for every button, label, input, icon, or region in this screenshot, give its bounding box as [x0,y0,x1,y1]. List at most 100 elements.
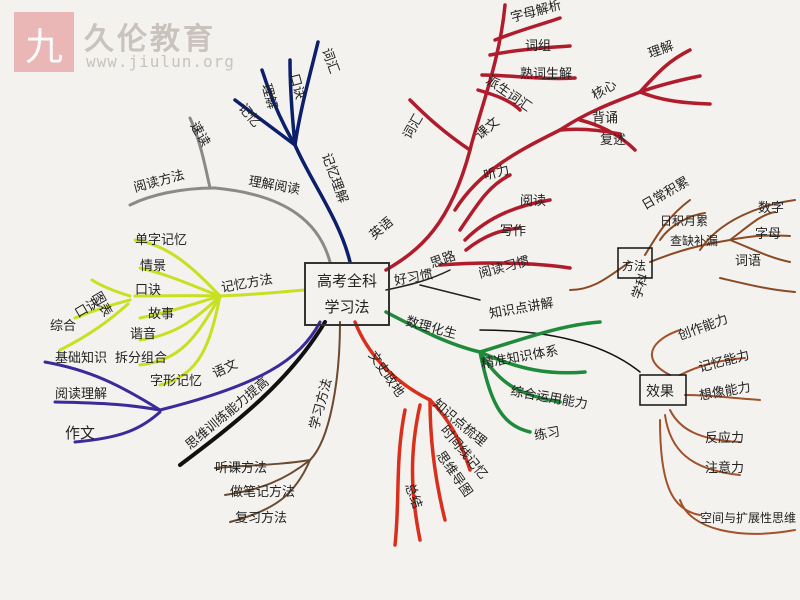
english-write-branch [464,226,522,252]
effect-bottom-label: 空间与扩展性思维 [700,511,796,525]
branch-black [178,320,327,467]
effect-label: 效果 [646,384,674,400]
memory-sub4 [138,294,222,320]
memory-item-6: 拆分组合 [115,351,167,366]
effect-sub3 [669,409,741,443]
method-daily-sub [659,212,706,241]
memory-item-5: 谐音 [130,326,156,342]
chinese-item-1: 基础知识 [55,350,107,366]
brown-item-3: 复习方法 [235,510,287,526]
english-label: 英语 [367,215,397,243]
method-subject-branch [649,239,731,263]
english-core-branch [558,90,642,132]
brand-url: www.jiulun.org [86,52,235,71]
black-trunk [178,320,327,467]
english-core-item-1: 理解 [646,39,676,62]
effect-bottom-arc [679,499,796,535]
memory-sub6 [138,294,222,367]
chinese-sub3 [73,410,162,444]
english-vocab-sub1 [493,16,562,42]
english-core-sub2 [638,74,702,94]
memory-left3 [58,302,130,352]
gray-item-2: 速读 [187,120,213,150]
green-item-3: 练习 [533,425,561,444]
top-item-1: 词汇 [318,46,341,76]
english-lesson-sub2 [578,118,637,152]
memory-sub2 [138,266,222,298]
thinking-connector [385,269,451,291]
logo-glyph: 九 [24,25,63,69]
branch-brown [214,321,341,523]
branch-memory [58,238,306,387]
branch-chinese [43,320,322,444]
effect-item-2: 记忆能力 [697,347,751,376]
brown-sub2 [224,459,311,496]
method-subject-item-2: 字母 [755,227,781,242]
chinese-item-2: 阅读理解 [55,387,107,402]
top-item-2: 口诀 [286,72,307,101]
english-listen-label: 听力 [482,163,511,184]
effect-sub2 [684,394,761,401]
memory-sub1 [133,238,222,298]
green-sub1 [478,350,587,375]
effect-arrow [479,329,641,373]
red-sub3 [410,403,422,542]
chinese-trunk [158,320,322,412]
english-read-branch [463,198,552,242]
chinese-label: 语文 [210,357,240,382]
english-vocab-label: 词汇 [400,112,426,142]
gray-sub2 [188,116,212,190]
memory-sub5 [138,294,222,342]
memory-item-3: 口诀 [135,283,161,298]
branch-gray [128,116,332,264]
gray-trunk [213,186,332,264]
chinese-item-3: 作文 [65,424,95,442]
memory-left2 [73,298,132,320]
branch-red [353,320,472,547]
english-core-item-3: 复述 [600,133,626,148]
effect-item-4: 反应力 [705,430,744,446]
branch-english [384,3,712,272]
method-subject-loop [699,199,796,251]
memory-item-4: 故事 [148,307,174,322]
red-sub1 [428,398,472,472]
effect-sub4 [664,414,741,476]
brown-item-1: 听课方法 [215,460,267,476]
memory-left1 [90,278,132,298]
effect-sub1 [679,357,746,376]
memory-item-7: 字形记忆 [150,373,202,389]
brown-item-2: 做笔记方法 [230,484,295,500]
red-sub4 [393,408,407,547]
green-sub2 [478,350,562,404]
memory-item-1: 单字记忆 [135,232,187,248]
effect-item-3: 想像能力 [698,379,752,404]
memory-trunk [218,288,306,298]
memory-sub7 [158,294,222,387]
english-lesson-branch [453,128,562,212]
effect-item-5: 注意力 [705,460,744,476]
effect-item-1: 创作能力 [676,312,730,344]
green-label: 数理化生 [404,314,458,342]
gray-sub1 [128,186,217,207]
method-subject-item-3: 词语 [735,254,761,269]
english-write-label: 写作 [500,224,526,239]
green-sub3 [478,350,532,434]
english-core-item-2: 背诵 [592,111,618,126]
branch-green [384,310,602,434]
english-core-label: 核心 [590,77,620,103]
misc-thinking: 思路 [428,248,458,272]
method-subject-item-1: 数字 [758,201,784,216]
english-listen-branch [458,173,512,232]
english-vocab-sub2 [488,44,572,57]
red-item-4: 总结 [401,481,424,511]
memory-item-2: 情景 [140,259,166,274]
english-vocab-item-1: 字母解析 [509,0,563,26]
top-item-3: 理解 [258,82,279,111]
top-sub1 [233,98,297,147]
english-vocab-sub4 [476,88,522,112]
method-subject-label: 学科 [629,271,653,301]
green-item-2: 综合运用能力 [509,384,588,412]
method-box [617,247,653,279]
top-sub2 [260,68,297,147]
